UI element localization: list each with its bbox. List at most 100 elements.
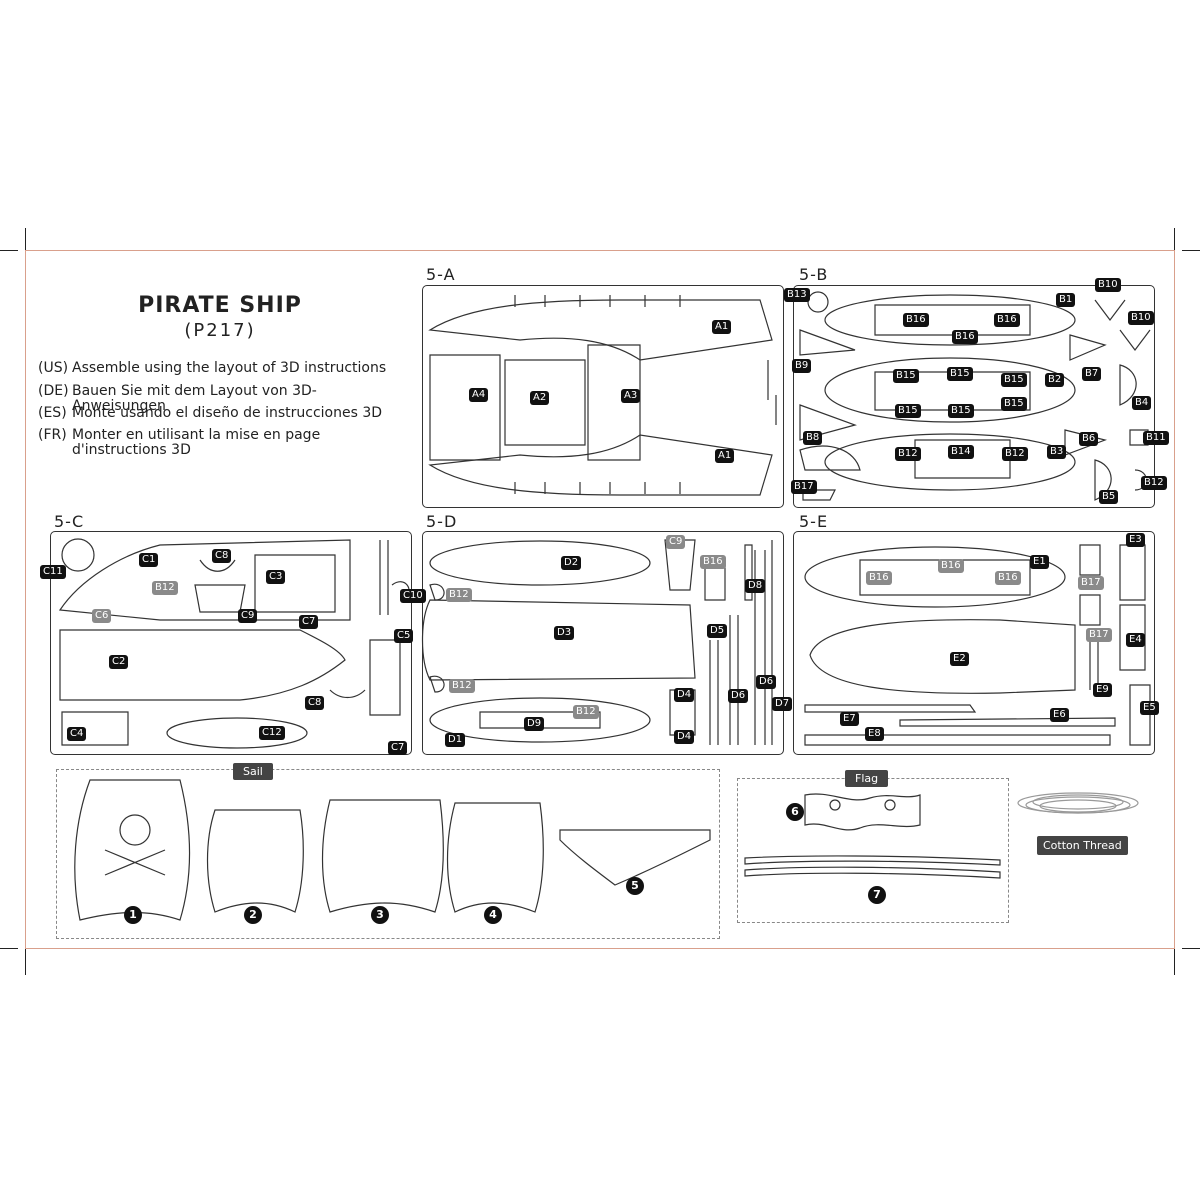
sail-number: 5 [626,877,644,895]
part-label: B16 [903,313,929,327]
part-label: B8 [803,431,823,445]
part-label: B14 [948,445,974,459]
part-label: B12 [1141,476,1167,490]
part-label: B16 [938,559,964,573]
instruction-text: Monte usando el diseño de instrucciones … [72,405,383,421]
part-label: D7 [772,697,793,711]
part-label: C2 [109,655,129,669]
part-label: C6 [92,609,112,623]
crop-mark [0,948,18,949]
sheet-5a [422,285,784,508]
sheet-label-5e: 5-E [799,512,829,531]
instruction-de: (DE) Bauen Sie mit dem Layout von 3D-Anw… [38,384,398,414]
language-code: (DE) [38,383,69,399]
crop-mark [0,250,18,251]
part-label: B16 [866,571,892,585]
part-label: C7 [299,615,319,629]
part-label: B3 [1047,445,1067,459]
part-label: E3 [1126,533,1145,547]
sheet-5c-outlines [58,538,410,749]
sheet-5c [50,531,412,755]
trim-line-top [25,250,1175,251]
part-label: C8 [305,696,325,710]
sail-outlines [74,779,711,921]
flag-number: 6 [786,803,804,821]
part-label: A1 [715,449,735,463]
crop-mark [1174,925,1175,975]
sail-group-label: Sail [233,763,273,780]
part-label: B4 [1132,396,1152,410]
crop-mark [1182,250,1200,251]
instruction-text: Monter en utilisant la mise en page d'in… [72,427,321,458]
part-label: D9 [524,717,545,731]
part-label: D4 [674,688,695,702]
part-label: E1 [1030,555,1049,569]
part-label: B16 [700,555,726,569]
part-label: E6 [1050,708,1069,722]
sheet-label-5c: 5-C [54,512,85,531]
trim-line-right [1174,250,1175,948]
model-code: (P217) [184,320,256,341]
page-title: PIRATE SHIP [138,293,302,318]
part-label: B17 [1086,628,1112,642]
part-label: B15 [948,404,974,418]
part-label: E2 [950,652,969,666]
part-label: C11 [40,565,66,579]
language-code: (ES) [38,405,67,421]
part-label: B15 [893,369,919,383]
flag-group-label: Flag [845,770,889,787]
part-label: B12 [895,447,921,461]
part-label: B15 [1001,373,1027,387]
trim-line-bottom [25,948,1175,949]
part-label: C5 [394,629,414,643]
crop-mark [1182,948,1200,949]
sheet-label-5a: 5-A [426,265,456,284]
sail-group [56,769,720,939]
sheet-label-5d: 5-D [426,512,458,531]
sail-number: 3 [371,906,389,924]
sheet-5a-outlines [428,295,777,496]
part-label: B2 [1045,373,1065,387]
trim-line-left [25,250,26,948]
part-label: B12 [446,588,472,602]
part-label: D5 [707,624,728,638]
language-code: (US) [38,360,69,376]
part-label: C9 [238,609,258,623]
part-label: E5 [1140,701,1159,715]
part-label: C8 [212,549,232,563]
part-label: B17 [791,480,817,494]
sheet-5b [793,285,1155,508]
part-label: B15 [947,367,973,381]
part-label: C9 [666,535,686,549]
part-label: B12 [449,679,475,693]
part-label: B9 [792,359,812,373]
part-label: B10 [1095,278,1121,292]
part-label: B5 [1099,490,1119,504]
part-label: E7 [840,712,859,726]
part-label: A3 [621,389,641,403]
part-label: B12 [152,581,178,595]
part-label: B12 [1002,447,1028,461]
sail-number: 1 [124,906,142,924]
part-label: C1 [139,553,159,567]
crop-mark [25,925,26,975]
part-label: C12 [259,726,285,740]
instruction-us: (US) Assemble using the layout of 3D ins… [38,361,398,376]
part-label: A4 [469,388,489,402]
part-label: E4 [1126,633,1145,647]
cotton-thread-label: Cotton Thread [1037,836,1128,855]
instruction-fr: (FR) Monter en utilisant la mise en page… [38,428,398,458]
part-label: B17 [1078,576,1104,590]
part-label: B6 [1079,432,1099,446]
part-label: B10 [1128,311,1154,325]
sheet-5e [793,531,1155,755]
sheet-5b-outlines [799,291,1151,501]
part-label: B13 [784,288,810,302]
part-label: B16 [995,571,1021,585]
part-label: D4 [674,730,695,744]
instruction-text: Bauen Sie mit dem Layout von 3D-Anweisun… [72,383,317,414]
part-label: A2 [530,391,550,405]
part-label: B11 [1143,431,1169,445]
instruction-text: Assemble using the layout of 3D instruct… [72,360,387,376]
part-label: B15 [895,404,921,418]
